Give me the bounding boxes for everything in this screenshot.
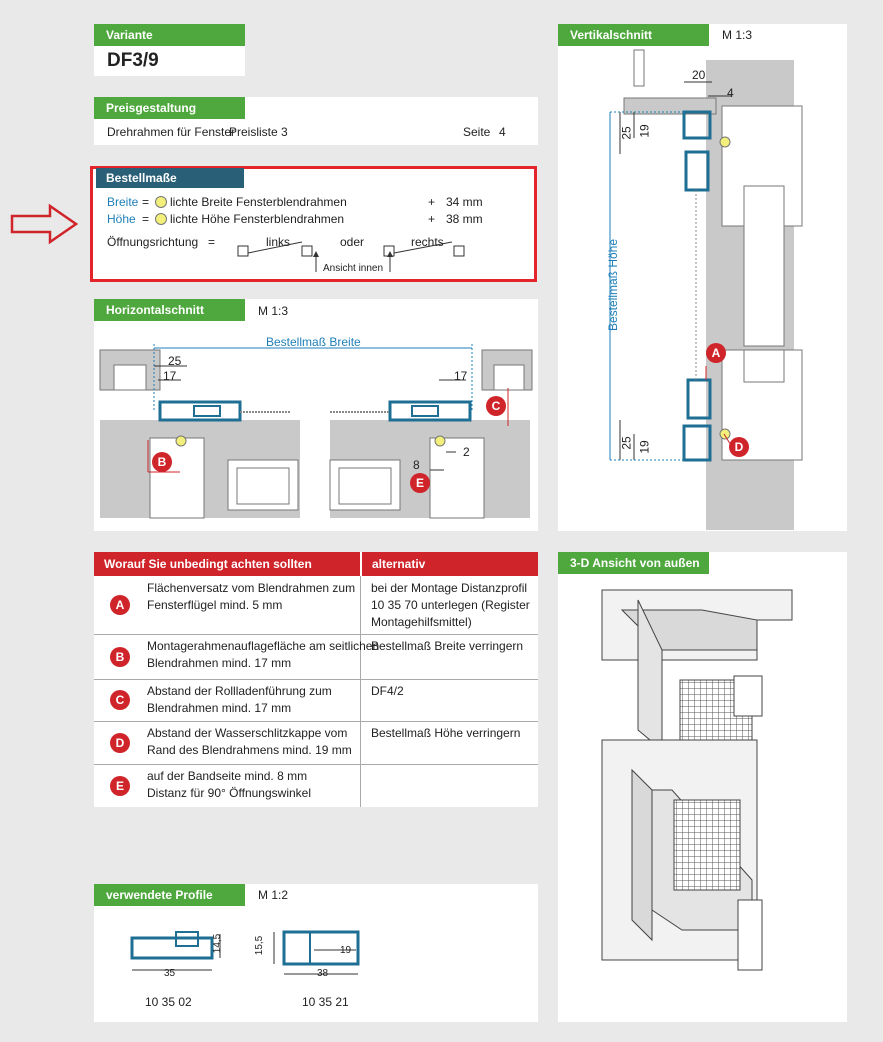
- table-row-alternative: bei der Montage Distanzprofil: [371, 581, 528, 595]
- dim-v19b: 19: [637, 440, 652, 454]
- preis-seite: 4: [499, 125, 506, 139]
- vertical-section-drawing: [609, 49, 803, 530]
- breite-text: lichte Breite Fensterblendrahmen: [155, 195, 347, 209]
- table-head-left: Worauf Sie unbedingt achten sollten: [94, 552, 360, 576]
- hoehe-desc: lichte Höhe Fensterblendrahmen: [170, 212, 345, 226]
- dim-h25: 25: [168, 354, 182, 368]
- profile2-inner: 19: [340, 945, 352, 956]
- profile2-id: 10 35 21: [302, 995, 349, 1009]
- table-row-note: Fensterflügel mind. 5 mm: [147, 598, 283, 612]
- marker-c-badge: C: [486, 396, 506, 416]
- table-row-note: Flächenversatz vom Blendrahmen zum: [147, 581, 356, 595]
- marker-b-badge: B: [152, 452, 172, 472]
- table-row-note: auf der Bandseite mind. 8 mm: [147, 769, 308, 783]
- hoehe-key: Höhe: [107, 212, 136, 226]
- table-row-badge: E: [110, 775, 130, 796]
- table-row-separator: [94, 721, 538, 722]
- table-row-badge: B: [110, 646, 130, 667]
- table-row-alternative: Montagehilfsmittel): [371, 615, 472, 629]
- hoehe-text: lichte Höhe Fensterblendrahmen: [155, 212, 344, 226]
- table-row-note: Distanz für 90° Öffnungswinkel: [147, 786, 311, 800]
- profile-scale: M 1:2: [258, 888, 289, 902]
- profile-drawings: [130, 930, 360, 975]
- oeffnung-oder: oder: [340, 235, 365, 249]
- dim-v19a: 19: [637, 124, 652, 138]
- preis-seite-label: Seite: [463, 125, 491, 139]
- preis-liste: Preisliste 3: [229, 125, 288, 139]
- table-row-note: Blendrahmen mind. 17 mm: [147, 656, 292, 670]
- variante-value: DF3/9: [107, 50, 159, 71]
- dim-v25a: 25: [619, 126, 634, 140]
- profile-panel: [94, 884, 538, 1022]
- table-row-separator: [94, 764, 538, 765]
- table-row-alternative: Bestellmaß Breite verringern: [371, 639, 524, 653]
- dim-v20: 20: [692, 68, 706, 82]
- vertikal-label: Vertikalschnitt: [558, 24, 709, 46]
- table-row-note: Abstand der Wasserschlitzkappe vom: [147, 726, 348, 740]
- marker-d-badge: D: [729, 437, 749, 457]
- breite-eq: =: [142, 195, 150, 209]
- profile2-w: 38: [317, 968, 329, 979]
- vertikal-scale: M 1:3: [722, 28, 753, 42]
- marker-a-badge: A: [706, 343, 726, 363]
- breite-desc: lichte Breite Fensterblendrahmen: [170, 195, 347, 209]
- marker-e-badge: E: [410, 473, 430, 493]
- profile2-h: 15,5: [254, 935, 266, 956]
- bestell-label: Bestellmaße: [96, 168, 244, 188]
- table-row-badge: A: [110, 595, 130, 615]
- opening-direction-diagram: [237, 241, 465, 272]
- measure-point-icon: [155, 196, 167, 208]
- oeffnung-label: Öffnungsrichtung: [107, 235, 199, 249]
- breite-key: Breite: [107, 195, 139, 209]
- table-row-separator: [94, 679, 538, 680]
- table-row-note: Montagerahmenauflagefläche am seitlichen: [147, 639, 380, 653]
- table-row-alternative: DF4/2: [371, 684, 404, 698]
- breite-val: 34 mm: [446, 195, 483, 209]
- horizontal-section-drawing: [99, 344, 533, 519]
- profile1-id: 10 35 02: [145, 995, 192, 1009]
- table-row-alternative: Bestellmaß Höhe verringern: [371, 726, 521, 740]
- dim-v25b: 25: [619, 436, 634, 450]
- table-divider: [360, 576, 361, 807]
- table-row-note: Blendrahmen mind. 17 mm: [147, 701, 292, 715]
- vertikal-hoehe-label: Bestellmaß Höhe: [606, 238, 621, 332]
- table-row-separator: [94, 634, 538, 635]
- hoehe-plus: +: [428, 212, 436, 226]
- table-row-note: Rand des Blendrahmens mind. 19 mm: [147, 743, 352, 757]
- table-row-alternative: 10 35 70 unterlegen (Register: [371, 598, 530, 612]
- table-row-badge: C: [110, 690, 130, 710]
- oeffnung-eq: =: [208, 235, 216, 249]
- view3d-label: 3-D Ansicht von außen: [558, 552, 709, 574]
- variante-label: Variante: [94, 24, 245, 46]
- dim-h8: 8: [413, 458, 420, 472]
- horizontal-scale: M 1:3: [258, 304, 289, 318]
- profile1-w: 35: [164, 968, 176, 979]
- horizontal-label: Horizontalschnitt: [94, 299, 245, 321]
- dim-v4: 4: [727, 86, 734, 100]
- profile-label: verwendete Profile: [94, 884, 245, 906]
- hoehe-eq: =: [142, 212, 150, 226]
- profile1-h: 14,5: [212, 933, 224, 954]
- view3d-drawing: [601, 589, 793, 971]
- preis-label: Preisgestaltung: [94, 97, 245, 119]
- hoehe-val: 38 mm: [446, 212, 483, 226]
- ansicht-innen: Ansicht innen: [323, 263, 384, 274]
- dim-h2: 2: [463, 445, 470, 459]
- table-row-badge: D: [110, 732, 130, 753]
- pointer-arrow-icon: [10, 203, 79, 245]
- table-head-right: alternativ: [362, 552, 538, 576]
- preis-text: Drehrahmen für Fenster: [107, 125, 236, 139]
- measure-point-icon: [155, 213, 167, 225]
- dim-h17b: 17: [454, 369, 468, 383]
- horizontal-breite-label: Bestellmaß Breite: [266, 335, 361, 349]
- dim-h17a: 17: [163, 369, 177, 383]
- breite-plus: +: [428, 195, 436, 209]
- table-row-note: Abstand der Rollladenführung zum: [147, 684, 332, 698]
